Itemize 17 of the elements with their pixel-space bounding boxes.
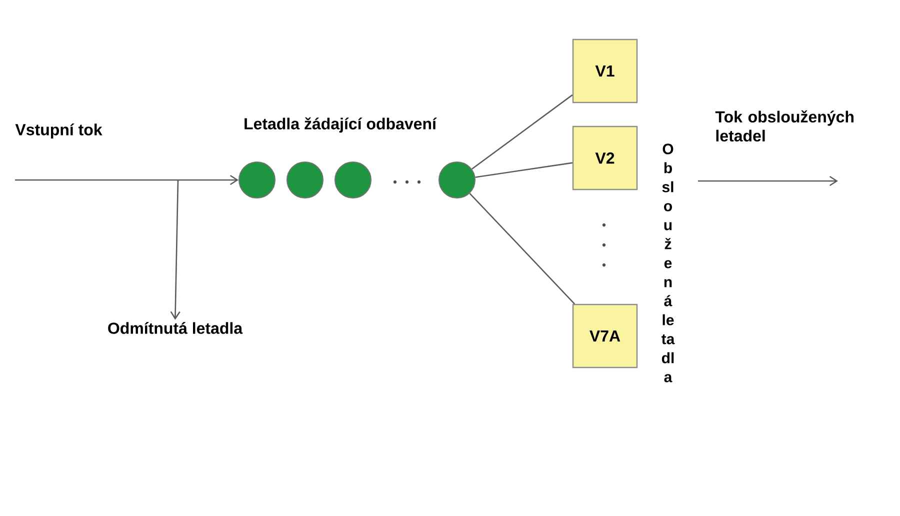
queue-circle bbox=[438, 162, 476, 198]
server-box: V1 bbox=[572, 38, 638, 104]
vertical-label: Obsloužená letadla bbox=[662, 144, 675, 382]
server-box: V2 bbox=[572, 126, 638, 190]
queue-circle bbox=[238, 162, 276, 198]
arrow bbox=[170, 180, 180, 320]
text-label: Vstupní tok bbox=[15, 123, 102, 139]
text-label: Tok obsloužených letadel bbox=[715, 110, 854, 142]
arrow bbox=[15, 174, 238, 186]
connector-line bbox=[469, 192, 576, 304]
connector-line bbox=[475, 162, 572, 178]
server-box: V7A bbox=[572, 304, 638, 368]
queue-circle bbox=[286, 162, 324, 198]
node-label: Odmítnutá letadla bbox=[108, 322, 243, 334]
connector-line bbox=[472, 94, 573, 170]
queue-circle bbox=[334, 162, 372, 198]
text-label: Letadla žádající odbavení bbox=[244, 117, 437, 133]
